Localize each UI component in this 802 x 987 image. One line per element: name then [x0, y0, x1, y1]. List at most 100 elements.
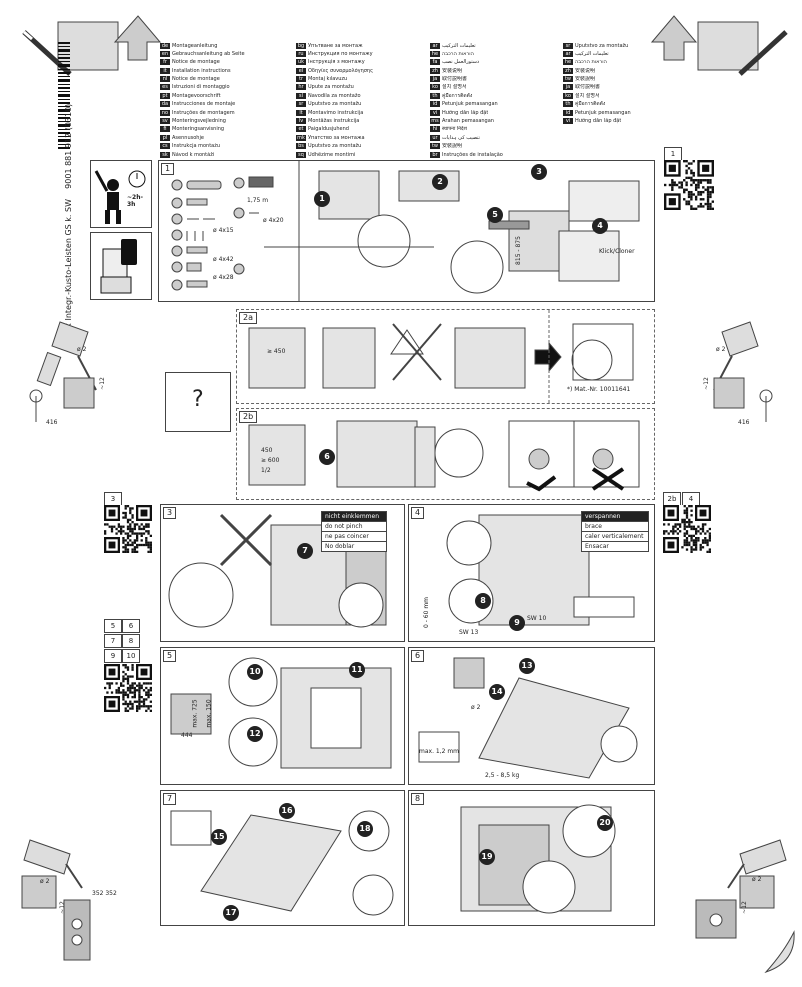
step-badge-16: 16 — [279, 803, 295, 819]
language-code: de — [160, 42, 170, 49]
qr-code-2b-4 — [663, 505, 711, 553]
decision-box: ? — [165, 372, 231, 432]
document-code: 44x Integr.-Kusto-Leisten GS k. SW 9001 … — [64, 103, 73, 338]
step-badge-8: 8 — [475, 593, 491, 609]
language-title: 설치 설명서 — [575, 92, 600, 99]
step-badge-18: 18 — [357, 821, 373, 837]
language-title: הוראות הרכבה — [575, 59, 607, 66]
material-note: *) Mat.-Nr. 10011641 — [567, 386, 631, 393]
language-title: Упатство за монтажа — [308, 134, 365, 141]
drill-diagram-left-top — [29, 321, 97, 422]
cable-length: 1,75 m — [247, 197, 269, 204]
language-code: id — [563, 109, 573, 116]
language-code: da — [160, 101, 170, 108]
height-range: 815 - 875 — [514, 236, 522, 265]
language-code: th — [430, 92, 440, 99]
language-title: Uputstvo za montažu — [575, 42, 629, 49]
label-line: Ensacar — [585, 543, 609, 550]
drill-depth-left-top: ~12 — [98, 377, 106, 390]
language-title: Montaj kılavuzu — [308, 76, 348, 83]
panel-2a: 2a ≥ 450 *) Mat.-Nr. 10011641 — [236, 309, 655, 404]
step-badge-10: 10 — [247, 664, 263, 680]
language-code: es — [160, 84, 170, 91]
language-title: Monteringsvejledning — [172, 118, 226, 125]
language-title: Instruções de montagem — [172, 109, 235, 116]
language-code: he — [430, 50, 440, 57]
ref-box-3: 3 — [104, 492, 122, 506]
language-code: sr — [296, 101, 306, 108]
language-code: uk — [296, 59, 306, 66]
language-code: fi — [160, 126, 170, 133]
drill-diameter-left-bottom: ø 2 — [40, 878, 50, 885]
language-title: Paigaldusjuhend — [308, 126, 349, 133]
language-title: تعليمات التركيب — [442, 42, 476, 49]
language-title: Installation instructions — [172, 67, 231, 74]
label-line: ne pas coincer — [322, 532, 386, 542]
step-badge-17: 17 — [223, 905, 239, 921]
step-badge-15: 15 — [211, 829, 227, 845]
panel-number: 6 — [411, 650, 425, 662]
language-title: تعليمات التركيب — [575, 50, 609, 57]
panel-number: 1 — [161, 163, 175, 175]
language-code: sq — [296, 151, 306, 158]
panel-1: 1 1,75 m ø 4x15 ø 4x20 ø 4x42 ø 4x — [158, 160, 655, 302]
panel-number: 2a — [239, 312, 257, 324]
language-title: Οδηγίες συναρμολόγησης — [308, 67, 374, 74]
panel-number: 5 — [163, 650, 177, 662]
drill-distance-right: 416 — [738, 419, 750, 426]
panel-number: 3 — [163, 507, 177, 519]
ref-box-2b: 2b — [663, 492, 681, 506]
dim-max-725: max. 725 — [191, 699, 199, 728]
panel-number: 4 — [411, 507, 425, 519]
panel-6: 6 ø 2 max. 1,2 mm 2,5 - 8,5 kg 13 14 — [408, 647, 655, 785]
step-badge-9: 9 — [509, 615, 525, 631]
language-code: br — [430, 151, 440, 158]
language-code: zh — [430, 67, 440, 74]
language-title: 取付説明書 — [442, 76, 468, 83]
barcode — [58, 42, 70, 149]
label-line: do not pinch — [322, 522, 386, 532]
qr-code-3 — [104, 505, 152, 553]
language-code: ms — [430, 118, 440, 125]
step-badge-3: 3 — [531, 164, 547, 180]
label-line: No doblar — [325, 543, 355, 550]
language-title: คู่มือการติดตั้ง — [575, 101, 606, 108]
language-title: 설치 설명서 — [442, 84, 467, 91]
phone-box — [90, 232, 152, 300]
step-badge-5: 5 — [487, 207, 503, 223]
language-code: ar — [563, 50, 573, 57]
language-code: sk — [160, 151, 170, 158]
worker-tools-icon — [94, 170, 146, 224]
panel-number: 2b — [239, 411, 258, 423]
language-title: Monteringsanvisning — [172, 126, 225, 133]
door-weight: 2,5 - 8,5 kg — [485, 772, 520, 779]
screw-spec-2: ø 4x20 — [263, 217, 284, 224]
language-title: Instrukcja montażu — [172, 143, 221, 150]
language-code: sl — [296, 92, 306, 99]
drill-depth-right-bottom: ~12 — [740, 901, 748, 914]
